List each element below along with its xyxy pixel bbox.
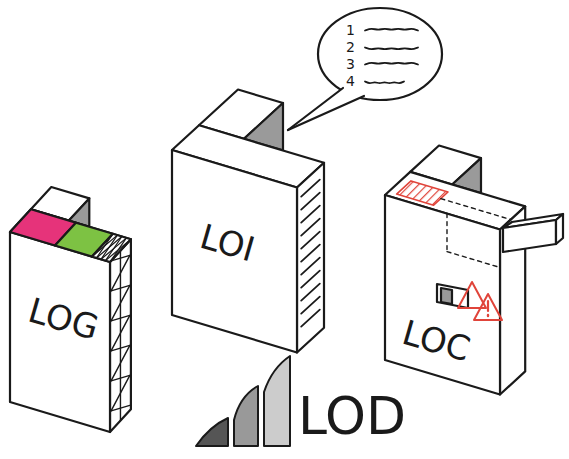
wall-block: LOC [394,310,482,373]
list-line [365,29,418,31]
lattice-line [111,255,130,290]
list-number: 1 [346,22,357,39]
dashed-line [447,252,500,268]
front-face [385,195,500,395]
level-bar [196,418,228,446]
list-number: 2 [346,39,357,56]
front-face [172,150,297,353]
duct-front [503,220,556,252]
lattice-line [111,345,130,380]
side-face [110,239,131,432]
level-title: LOD [298,386,406,446]
block-label: LOG [24,291,105,349]
lattice-line [111,285,130,320]
lattice-line [111,405,130,410]
loi-block [172,90,324,353]
dashed-line [446,214,447,252]
lattice-line [111,315,130,350]
lod-bars [196,356,290,446]
bubble-tail-fill [288,88,364,130]
bubble-outline [318,8,442,100]
warning-mark [487,315,489,316]
wall-block: LOI [191,214,265,273]
list-line [365,82,404,84]
level-bar [264,356,290,446]
layer-insulation [92,234,131,262]
side-line [301,310,320,327]
dashed-line [441,199,511,220]
list-number: 4 [346,73,357,90]
front-face [10,232,110,432]
clash-zone [397,181,448,205]
duct-side [556,214,563,244]
level-bar [234,386,258,446]
warning-mark [487,301,489,311]
component-shade [441,288,452,304]
side-face [297,163,324,353]
block-label: LOI [196,217,262,270]
wall-block: LOG [20,288,110,352]
speech-bubble [288,8,442,130]
warning-triangle [474,294,502,320]
list-number: 3 [346,56,357,73]
list-line [365,63,418,65]
block-label: LOC [398,313,477,370]
bubble-tail [288,96,364,130]
list-squiggles [365,29,418,83]
speech-bubble-text: 1234 [342,20,361,92]
list-line [365,48,418,50]
lattice-line [111,375,130,410]
loc-block [385,146,563,395]
log-block [10,187,131,432]
